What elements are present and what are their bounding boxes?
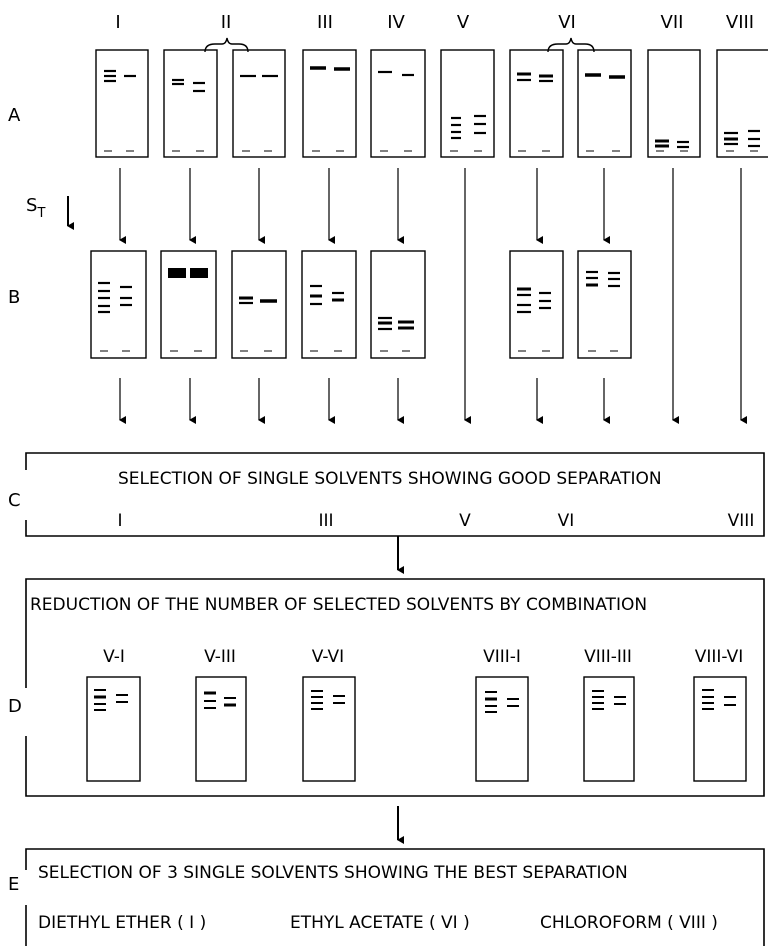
solvent-label-ii: II <box>221 12 232 33</box>
box-d-title: REDUCTION OF THE NUMBER OF SELECTED SOLV… <box>30 595 647 615</box>
row-label-b: B <box>8 287 20 308</box>
row-label-d: D <box>8 696 22 717</box>
box-c-label-viii: VIII <box>728 511 755 531</box>
tlc-plate-d3 <box>302 676 356 782</box>
box-c-label-i: I <box>117 511 122 531</box>
solvent-label-i: I <box>115 12 120 33</box>
tlc-plate-b2 <box>160 250 217 359</box>
brace-ii <box>204 37 249 53</box>
tlc-plate-d5 <box>583 676 635 782</box>
box-e-frame <box>25 848 765 946</box>
tlc-plate-b6 <box>509 250 564 359</box>
row-label-a: A <box>8 105 21 126</box>
arrows-b-to-c <box>119 168 747 424</box>
box-c-label-iii: III <box>318 511 333 531</box>
tlc-plate-b1 <box>90 250 147 359</box>
row-b-spots <box>98 268 620 331</box>
solvent-label-vi: VI <box>558 12 576 33</box>
tlc-plate-a6 <box>440 49 495 158</box>
solvent-label-vii: VII <box>661 12 684 33</box>
box-c-label-v: V <box>459 511 471 531</box>
row-label-c: C <box>8 490 21 511</box>
row-a-spots <box>104 66 760 149</box>
tlc-plate-b7 <box>577 250 632 359</box>
tlc-plate-a9 <box>647 49 701 158</box>
tlc-plate-a7 <box>509 49 564 158</box>
row-b-plates <box>90 250 632 359</box>
row-a-plates <box>95 49 768 158</box>
box-c-title: SELECTION OF SINGLE SOLVENTS SHOWING GOO… <box>118 469 662 489</box>
row-d-spots <box>94 689 736 713</box>
row-d-plates <box>86 676 747 782</box>
tlc-plate-b3 <box>231 250 287 359</box>
tlc-plate-a3 <box>232 49 286 158</box>
box-e-solvent-3: CHLOROFORM ( VIII ) <box>540 913 718 933</box>
tlc-plate-a8 <box>577 49 632 158</box>
st-label: ST <box>26 195 45 221</box>
box-d-label-viii-iii: VIII-III <box>584 647 632 667</box>
row-label-e: E <box>8 874 19 895</box>
tlc-plate-d1 <box>86 676 141 782</box>
box-d-frame <box>25 578 765 797</box>
tlc-plate-a4 <box>302 49 357 158</box>
solvent-label-v: V <box>457 12 470 33</box>
tlc-plate-d4 <box>475 676 529 782</box>
box-d-label-viii-i: VIII-I <box>483 647 521 667</box>
box-d-label-viii-vi: VIII-VI <box>695 647 743 667</box>
tlc-plate-a1 <box>95 49 149 158</box>
box-e-solvent-1: DIETHYL ETHER ( I ) <box>38 913 206 933</box>
tlc-plate-a10 <box>716 49 768 158</box>
solvent-label-iv: IV <box>387 12 405 33</box>
solvent-label-viii: VIII <box>726 12 754 33</box>
tlc-plate-b4 <box>301 250 357 359</box>
box-e-solvent-2: ETHYL ACETATE ( VI ) <box>290 913 470 933</box>
box-c-label-vi: VI <box>558 511 575 531</box>
tlc-plate-a2 <box>163 49 218 158</box>
box-d-label-v-i: V-I <box>103 647 125 667</box>
box-c-frame <box>25 452 765 537</box>
brace-vi <box>547 37 595 53</box>
box-d-label-v-iii: V-III <box>204 647 236 667</box>
tlc-plate-a5 <box>370 49 426 158</box>
arrows-a-to-b <box>119 168 610 244</box>
tlc-plate-d2 <box>195 676 247 782</box>
solvent-label-iii: III <box>317 12 333 33</box>
tlc-plate-b5 <box>370 250 426 359</box>
box-d-label-v-vi: V-VI <box>312 647 344 667</box>
tlc-plate-d6 <box>693 676 747 782</box>
box-e-title: SELECTION OF 3 SINGLE SOLVENTS SHOWING T… <box>38 863 628 883</box>
